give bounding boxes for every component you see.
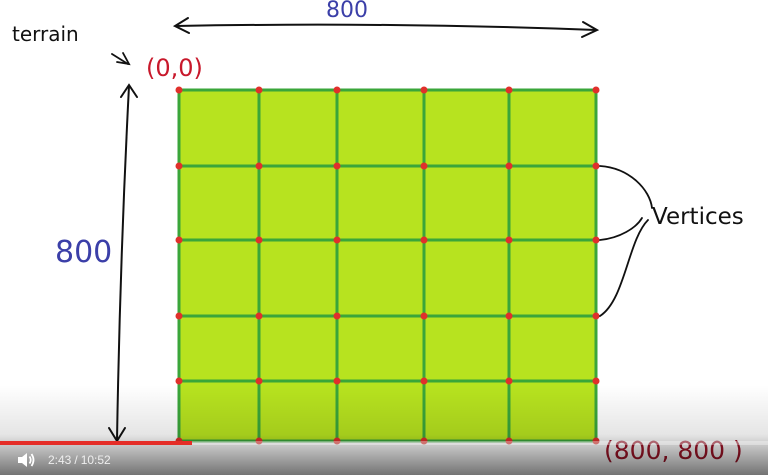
vertex-dot bbox=[420, 86, 428, 94]
vertex-dot bbox=[420, 162, 428, 170]
vertex-dot bbox=[175, 86, 183, 94]
vertex-dot bbox=[175, 312, 183, 320]
vertex-dot bbox=[333, 86, 341, 94]
progress-played bbox=[0, 441, 192, 445]
duration-time: 10:52 bbox=[80, 453, 111, 467]
vertex-dot bbox=[592, 162, 600, 170]
terrain-label: terrain bbox=[12, 22, 79, 46]
player-control-bar: 2:43 / 10:52 bbox=[0, 445, 768, 475]
width-label: 800 bbox=[326, 0, 368, 23]
time-separator: / bbox=[74, 453, 78, 467]
terrain-surface bbox=[179, 90, 596, 441]
vertex-dot bbox=[592, 312, 600, 320]
vertex-dot bbox=[592, 86, 600, 94]
terrain-pointer-arrow bbox=[111, 52, 131, 66]
vertex-dot bbox=[420, 377, 428, 385]
vertex-dot bbox=[420, 236, 428, 244]
vertex-dot bbox=[592, 377, 600, 385]
vertex-dot bbox=[420, 312, 428, 320]
vertex-dot bbox=[505, 377, 513, 385]
vertex-dot bbox=[333, 312, 341, 320]
terrain-grid bbox=[175, 86, 600, 445]
vertex-dot bbox=[255, 377, 263, 385]
time-readout: 2:43 / 10:52 bbox=[48, 453, 111, 467]
progress-bar[interactable] bbox=[0, 441, 768, 445]
origin-coordinate-label: (0,0) bbox=[146, 54, 203, 82]
vertex-dot bbox=[333, 236, 341, 244]
volume-icon bbox=[18, 453, 35, 467]
vertex-dot bbox=[505, 236, 513, 244]
vertex-dot bbox=[255, 236, 263, 244]
vertex-dot bbox=[255, 162, 263, 170]
vertex-dot bbox=[592, 236, 600, 244]
vertex-dot bbox=[505, 162, 513, 170]
current-time: 2:43 bbox=[48, 453, 72, 467]
vertex-dot bbox=[255, 86, 263, 94]
volume-button[interactable] bbox=[14, 448, 38, 472]
vertex-dot bbox=[175, 236, 183, 244]
vertex-dot bbox=[505, 312, 513, 320]
vertex-dot bbox=[175, 377, 183, 385]
vertex-dot bbox=[333, 162, 341, 170]
vertex-dot bbox=[255, 312, 263, 320]
vertices-callout-lines bbox=[599, 165, 653, 317]
vertex-dot bbox=[505, 86, 513, 94]
height-label: 800 bbox=[55, 235, 112, 270]
vertex-dot bbox=[175, 162, 183, 170]
vertices-label: Vertices bbox=[652, 204, 744, 230]
vertex-dot bbox=[333, 377, 341, 385]
width-dimension-arrow bbox=[172, 17, 600, 38]
